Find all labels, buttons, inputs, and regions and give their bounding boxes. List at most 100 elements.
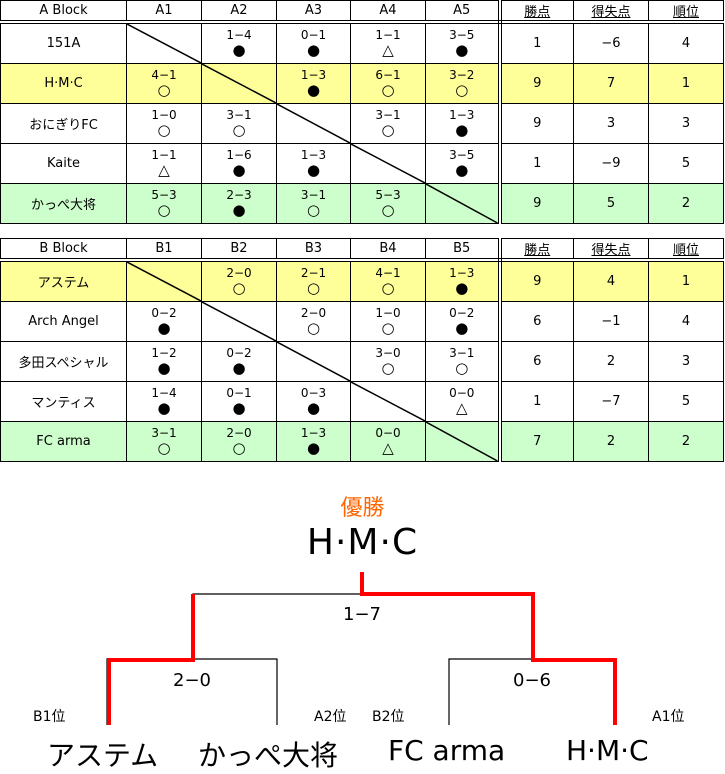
loss-dot-icon: ● bbox=[455, 278, 469, 297]
match-score: 3−1 bbox=[375, 107, 401, 122]
loss-dot-icon: ● bbox=[232, 40, 246, 59]
stat-header: 得失点 bbox=[573, 0, 649, 24]
match-result-cell: 2−0○ bbox=[201, 421, 277, 462]
win-circle-icon: ○ bbox=[306, 278, 321, 297]
match-score: 0−3 bbox=[300, 385, 327, 400]
points-value: 7 bbox=[499, 421, 574, 462]
goal-diff-value: 2 bbox=[573, 421, 649, 462]
draw-triangle-icon: △ bbox=[382, 40, 394, 59]
self-match-cell bbox=[425, 183, 502, 224]
rank-value: 1 bbox=[648, 63, 724, 104]
bracket-team: アステム bbox=[47, 739, 159, 772]
goal-diff-value: 3 bbox=[573, 103, 649, 144]
match-result-cell: 1−3● bbox=[425, 259, 502, 302]
match-score: 1−2 bbox=[151, 345, 177, 360]
match-result-cell: 3−1○ bbox=[201, 103, 277, 144]
match-score: 5−3 bbox=[151, 187, 177, 202]
diagonal-slash bbox=[426, 184, 498, 223]
win-circle-icon: ○ bbox=[306, 318, 321, 337]
win-circle-icon: ○ bbox=[381, 200, 395, 219]
match-result-cell: 3−1○ bbox=[425, 341, 502, 382]
goal-diff-value: −6 bbox=[573, 21, 649, 64]
match-result-cell: 1−4● bbox=[126, 381, 202, 422]
match-result-cell: 0−0△ bbox=[425, 381, 502, 422]
self-match-cell bbox=[126, 259, 202, 302]
match-score: 3−1 bbox=[151, 425, 177, 440]
match-result-cell: 1−3● bbox=[425, 103, 502, 144]
match-score: 1−4 bbox=[151, 385, 177, 400]
column-header: A2 bbox=[201, 0, 277, 24]
win-circle-icon: ○ bbox=[157, 80, 171, 99]
points-value: 6 bbox=[499, 301, 574, 342]
rank-value: 3 bbox=[648, 103, 724, 144]
column-header: A3 bbox=[276, 0, 351, 24]
match-score: 3−1 bbox=[226, 107, 252, 122]
rank-value: 3 bbox=[648, 341, 724, 382]
match-score: 0−2 bbox=[226, 345, 252, 360]
points-value: 1 bbox=[499, 381, 574, 422]
column-header: A5 bbox=[425, 0, 502, 24]
match-result-cell: 3−1○ bbox=[276, 183, 351, 224]
column-header: B4 bbox=[350, 238, 426, 262]
self-match-cell bbox=[350, 143, 426, 184]
tournament-bracket: 優勝 H·M·C 1−7 2−0 0−6 B1位 A2位 B2位 A1位 アステ… bbox=[0, 470, 725, 772]
team-name: マンティス bbox=[0, 381, 127, 422]
stat-header-label: 勝点 bbox=[524, 243, 551, 258]
loss-dot-icon: ● bbox=[232, 358, 246, 377]
match-score: 1−1 bbox=[375, 27, 401, 42]
match-score: 0−2 bbox=[449, 305, 475, 320]
match-result-cell: 5−3○ bbox=[126, 183, 202, 224]
match-result-cell: 1−6● bbox=[201, 143, 277, 184]
match-result-cell: 0−1● bbox=[201, 381, 277, 422]
column-header: B3 bbox=[276, 238, 351, 262]
goal-diff-value: −9 bbox=[573, 143, 649, 184]
bracket-lines bbox=[106, 572, 617, 725]
team-name: 151A bbox=[0, 21, 127, 64]
loss-dot-icon: ● bbox=[157, 358, 171, 377]
team-name: かっぺ大将 bbox=[0, 183, 127, 224]
loss-dot-icon: ● bbox=[455, 160, 469, 179]
diagonal-slash bbox=[127, 262, 201, 301]
points-value: 9 bbox=[499, 103, 574, 144]
match-result-cell: 3−5● bbox=[425, 143, 502, 184]
points-value: 6 bbox=[499, 341, 574, 382]
match-result-cell: 3−1○ bbox=[350, 103, 426, 144]
column-header: A1 bbox=[126, 0, 202, 24]
goal-diff-value: 5 bbox=[573, 183, 649, 224]
points-value: 1 bbox=[499, 21, 574, 64]
loss-dot-icon: ● bbox=[232, 160, 246, 179]
team-name: FC arma bbox=[0, 421, 127, 462]
match-result-cell: 6−1○ bbox=[350, 63, 426, 104]
rank-value: 4 bbox=[648, 21, 724, 64]
rank-value: 1 bbox=[648, 259, 724, 302]
block-title: B Block bbox=[0, 238, 127, 262]
win-circle-icon: ○ bbox=[232, 120, 246, 139]
match-result-cell: 0−3● bbox=[276, 381, 351, 422]
self-match-cell bbox=[276, 103, 351, 144]
diagonal-slash bbox=[277, 104, 350, 143]
goal-diff-value: 4 bbox=[573, 259, 649, 302]
win-circle-icon: ○ bbox=[381, 80, 395, 99]
self-match-cell bbox=[276, 341, 351, 382]
match-result-cell: 0−2● bbox=[126, 301, 202, 342]
match-result-cell: 4−1○ bbox=[126, 63, 202, 104]
match-score: 1−1 bbox=[151, 147, 177, 162]
team-name: H·M·C bbox=[0, 63, 127, 104]
match-score: 4−1 bbox=[151, 67, 177, 82]
goal-diff-value: 2 bbox=[573, 341, 649, 382]
match-score: 2−3 bbox=[226, 187, 252, 202]
stat-header: 順位 bbox=[648, 0, 724, 24]
rank-value: 5 bbox=[648, 143, 724, 184]
match-score: 1−4 bbox=[226, 27, 252, 42]
column-header: B5 bbox=[425, 238, 502, 262]
match-result-cell: 2−1○ bbox=[276, 259, 351, 302]
win-circle-icon: ○ bbox=[455, 80, 469, 99]
match-result-cell: 1−1△ bbox=[126, 143, 202, 184]
loss-dot-icon: ● bbox=[157, 318, 171, 337]
